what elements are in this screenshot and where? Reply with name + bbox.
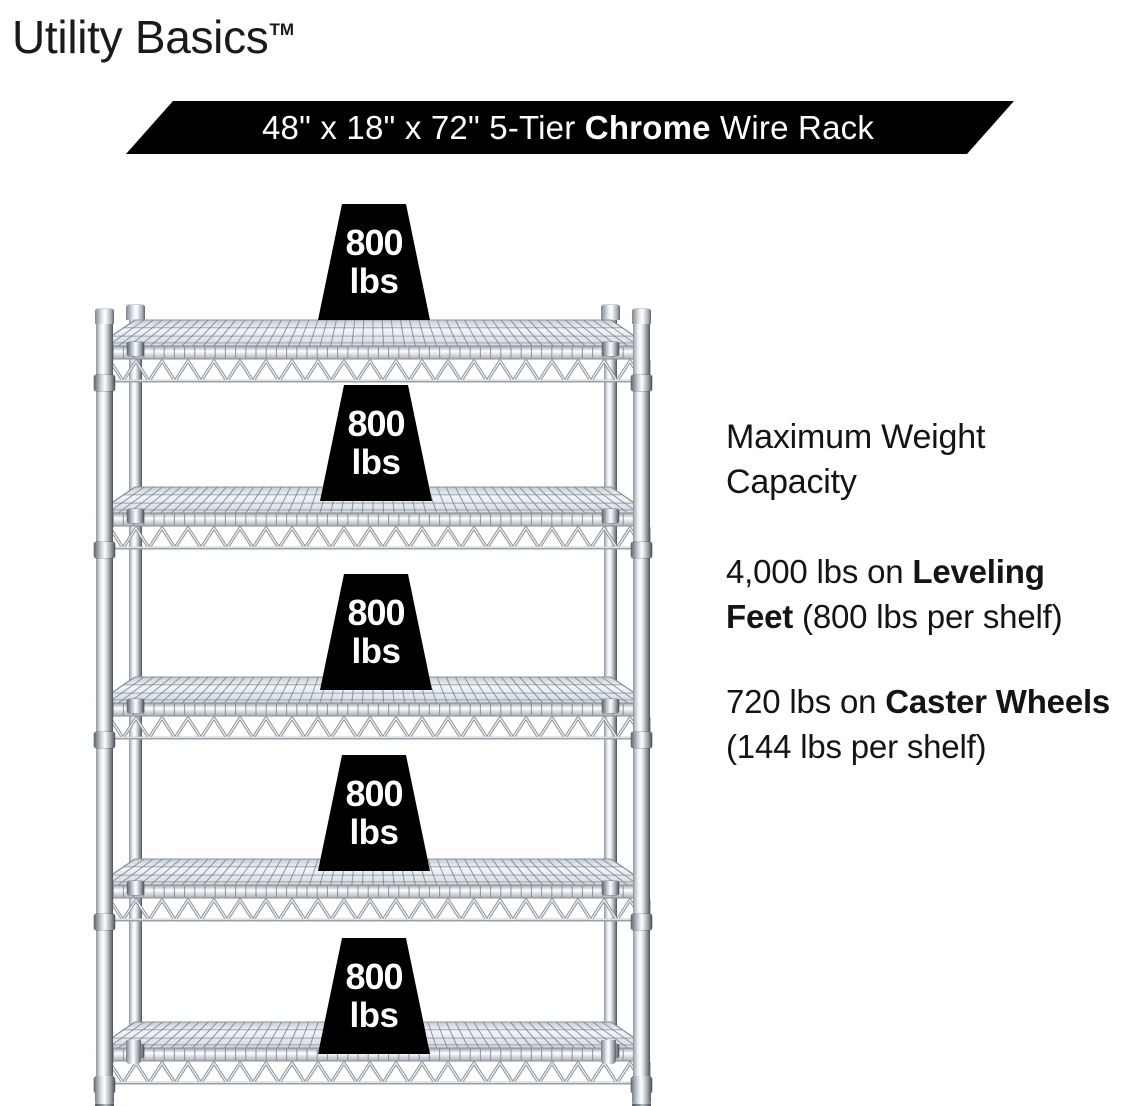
post-collar-rear-right-4 <box>602 881 619 895</box>
post-cap-front-right <box>632 308 651 324</box>
post-collar-front-left-2 <box>94 542 115 558</box>
spec-caster-wheels: 720 lbs on Caster Wheels (144 lbs per sh… <box>726 679 1118 769</box>
brand-wordmark: Utility BasicsTM <box>12 2 294 65</box>
spec-copy-block: Maximum Weight Capacity 4,000 lbs on Lev… <box>726 415 1118 769</box>
post-collar-front-left-3 <box>94 732 115 748</box>
post-collar-front-right-1 <box>631 375 652 391</box>
leveling-foot-tip-front-left <box>95 1104 114 1106</box>
product-title: 48" x 18" x 72" 5-Tier Chrome Wire Rack <box>262 109 874 147</box>
rack-post-front-right <box>633 314 650 1082</box>
caster-wheels-detail: (144 lbs per shelf) <box>726 728 987 765</box>
post-collar-rear-right-3 <box>602 699 619 713</box>
caster-wheels-emphasis: Caster Wheels <box>885 683 1111 720</box>
spec-leveling-feet: 4,000 lbs on Leveling Feet (800 lbs per … <box>726 549 1118 639</box>
leveling-foot-front-left <box>95 1076 114 1106</box>
leveling-feet-detail: (800 lbs per shelf) <box>793 598 1063 635</box>
leveling-foot-tip-front-right <box>632 1104 651 1106</box>
post-cap-front-left <box>95 308 114 324</box>
post-collar-rear-left-2 <box>127 509 144 523</box>
post-collar-rear-left-3 <box>127 699 144 713</box>
post-cap-rear-left <box>126 304 145 320</box>
post-collar-front-left-4 <box>94 914 115 930</box>
post-collar-front-right-3 <box>631 732 652 748</box>
rack-post-front-left <box>96 314 113 1082</box>
rack-shelf-1 <box>91 318 655 385</box>
post-collar-rear-right-2 <box>602 509 619 523</box>
leveling-feet-emphasis: Leveling Feet <box>726 553 1045 635</box>
post-collar-front-left-1 <box>94 375 115 391</box>
product-title-banner: 48" x 18" x 72" 5-Tier Chrome Wire Rack <box>126 101 1014 154</box>
post-cap-rear-right <box>601 304 620 320</box>
leveling-feet-total: 4,000 lbs on <box>726 553 913 590</box>
product-title-prefix: 48" x 18" x 72" 5-Tier <box>261 108 585 146</box>
spec-heading: Maximum Weight Capacity <box>726 418 986 501</box>
product-title-suffix: Wire Rack <box>710 108 875 146</box>
post-collar-rear-right-1 <box>602 342 619 356</box>
trademark-symbol: TM <box>269 20 295 39</box>
post-collar-rear-left-4 <box>127 881 144 895</box>
brand-name: Utility Basics <box>12 11 269 63</box>
post-collar-rear-left-1 <box>127 342 144 356</box>
caster-wheels-total: 720 lbs on <box>726 683 886 720</box>
leveling-foot-front-right <box>632 1076 651 1106</box>
leveling-foot-rear-right <box>601 1040 616 1064</box>
post-collar-front-right-4 <box>631 914 652 930</box>
post-collar-front-right-2 <box>631 542 652 558</box>
leveling-foot-rear-left <box>126 1040 141 1064</box>
wire-shelving-rack <box>88 300 658 1106</box>
product-title-emphasis: Chrome <box>584 108 711 146</box>
